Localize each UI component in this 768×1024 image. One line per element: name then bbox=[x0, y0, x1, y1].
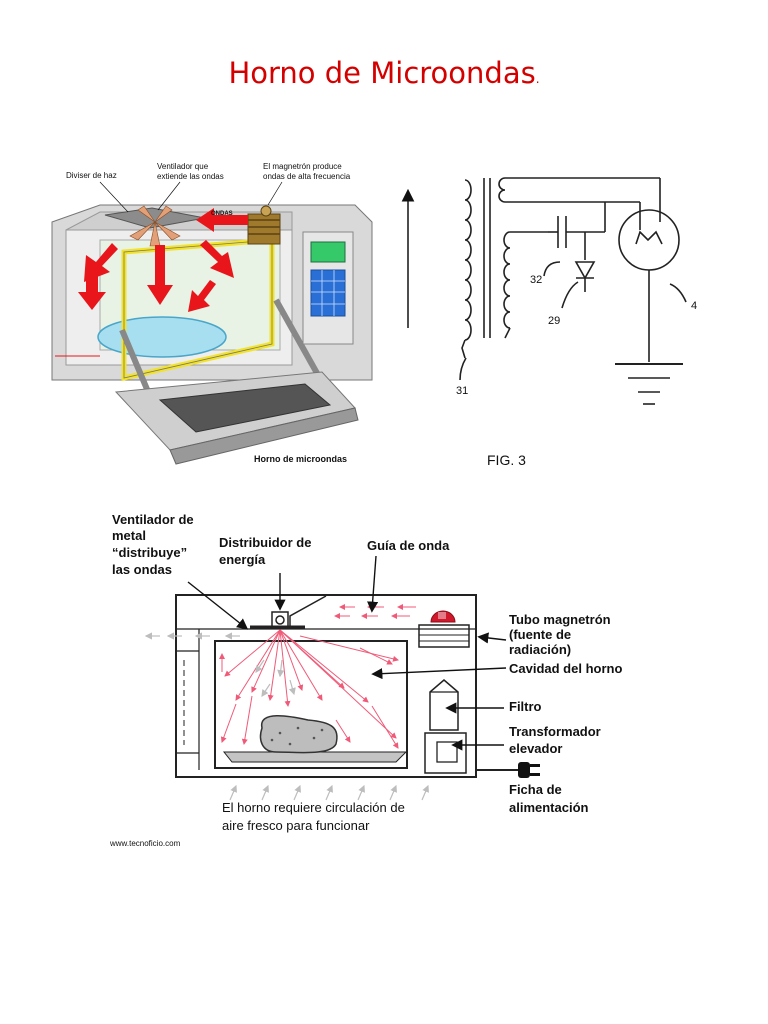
microwave-cross-section bbox=[175, 594, 518, 778]
svg-text:Ficha de: Ficha de bbox=[509, 782, 562, 797]
svg-text:El horno requiere circulación: El horno requiere circulación de bbox=[222, 800, 405, 815]
svg-text:4: 4 bbox=[691, 300, 697, 312]
svg-text:metal: metal bbox=[112, 528, 146, 543]
circuit-diagram bbox=[401, 177, 687, 405]
food-item bbox=[259, 715, 338, 754]
svg-text:aire fresco para funcionar: aire fresco para funcionar bbox=[222, 818, 370, 833]
air-flow-arrows bbox=[144, 632, 429, 801]
svg-text:“distribuye”: “distribuye” bbox=[112, 545, 187, 560]
svg-text:Guía de onda: Guía de onda bbox=[367, 538, 450, 553]
cross-section-labels: Ventilador de metal “distribuye” las ond… bbox=[112, 512, 622, 833]
svg-text:31: 31 bbox=[456, 385, 468, 397]
label-divisor: Diviser de haz bbox=[66, 171, 117, 180]
svg-text:Distribuidor de: Distribuidor de bbox=[219, 535, 311, 550]
svg-text:32: 32 bbox=[530, 274, 542, 286]
svg-text:extiende las ondas: extiende las ondas bbox=[157, 172, 224, 181]
microwave-illustration: ONDAS Diviser de haz Ventilador que exti… bbox=[51, 162, 373, 465]
svg-text:ondas de alta frecuencia: ondas de alta frecuencia bbox=[263, 172, 351, 181]
credit-text: www.tecnoficio.com bbox=[109, 839, 181, 848]
svg-text:Transformador: Transformador bbox=[509, 724, 601, 739]
svg-text:elevador: elevador bbox=[509, 741, 562, 756]
microwave-waves bbox=[219, 604, 416, 749]
svg-text:Filtro: Filtro bbox=[509, 699, 542, 714]
svg-text:Tubo magnetrón: Tubo magnetrón bbox=[509, 612, 611, 627]
label-ventilador: Ventilador que bbox=[157, 162, 209, 171]
svg-text:(fuente de: (fuente de bbox=[509, 627, 571, 642]
svg-text:29: 29 bbox=[548, 315, 560, 327]
svg-text:Cavidad del horno: Cavidad del horno bbox=[509, 661, 622, 676]
label-magnetron: El magnetrón produce bbox=[263, 162, 342, 171]
svg-text:Ventilador de: Ventilador de bbox=[112, 512, 194, 527]
svg-text:alimentación: alimentación bbox=[509, 800, 589, 815]
food-texture bbox=[270, 726, 324, 746]
fig3-caption: FIG. 3 bbox=[487, 452, 526, 468]
fig1-caption: Horno de microondas bbox=[254, 454, 347, 464]
svg-text:radiación): radiación) bbox=[509, 642, 571, 657]
svg-text:ONDAS: ONDAS bbox=[211, 211, 233, 217]
page-title: Horno de Microondas. bbox=[228, 56, 540, 90]
svg-text:las ondas: las ondas bbox=[112, 562, 172, 577]
circuit-labels: 31 32 29 4 FIG. 3 bbox=[456, 274, 697, 468]
svg-text:energía: energía bbox=[219, 552, 266, 567]
plug-icon bbox=[518, 762, 540, 778]
